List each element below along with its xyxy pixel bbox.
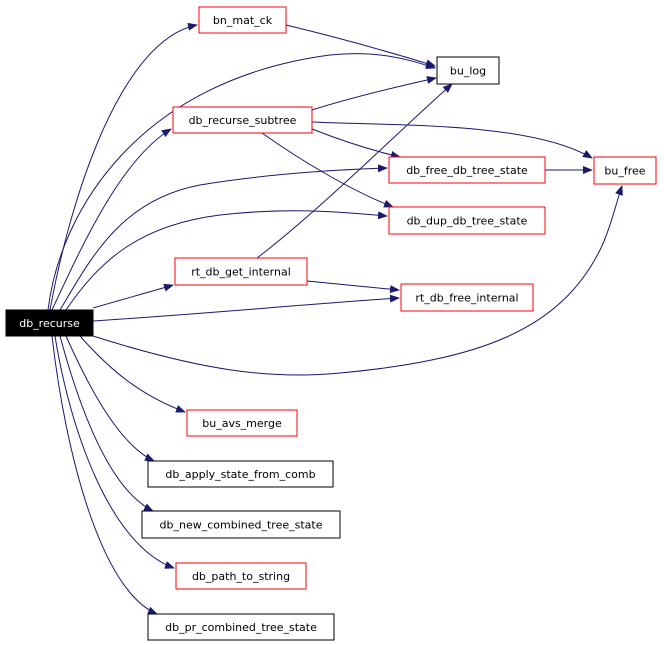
node-box (147, 460, 334, 488)
node-db_path_to_string[interactable]: db_path_to_string (175, 562, 307, 590)
node-label: db_recurse_subtree (189, 114, 297, 127)
node-db_dup_db_tree_state[interactable]: db_dup_db_tree_state (388, 206, 546, 235)
node-label: db_pr_combined_tree_state (165, 621, 317, 634)
node-label: bu_free (604, 165, 645, 178)
node-box (593, 156, 657, 185)
node-db_apply_state_from_comb[interactable]: db_apply_state_from_comb (147, 460, 334, 488)
edge-db_recurse-to-rt_db_free_internal (92, 294, 400, 322)
edge-db_recurse_subtree-to-bu_log (311, 76, 437, 111)
edges-layer (47, 22, 623, 615)
node-db_new_combined_tree_state[interactable]: db_new_combined_tree_state (141, 510, 341, 539)
node-box (147, 613, 335, 641)
node-db_recurse[interactable]: db_recurse (5, 309, 94, 337)
node-label: db_dup_db_tree_state (407, 215, 528, 228)
edge-db_recurse_subtree-to-db_dup_db_tree_state (261, 132, 394, 208)
node-box (175, 562, 307, 590)
edge-rt_db_get_internal-to-bu_log (256, 83, 453, 259)
node-label: db_new_combined_tree_state (160, 519, 323, 532)
node-box (436, 56, 500, 85)
node-label: db_recurse (19, 317, 80, 330)
node-box (174, 257, 308, 286)
edge-db_recurse-to-db_pr_combined_tree_state (51, 335, 158, 615)
node-box (400, 283, 534, 312)
node-box (388, 206, 546, 235)
edge-db_recurse-to-db_recurse_subtree (51, 128, 172, 311)
edge-db_recurse-to-db_path_to_string (54, 335, 175, 569)
node-db_pr_combined_tree_state[interactable]: db_pr_combined_tree_state (147, 613, 335, 641)
node-rt_db_free_internal[interactable]: rt_db_free_internal (400, 283, 534, 312)
edge-db_recurse-to-bn_mat_ck (49, 22, 198, 311)
edge-db_recurse-to-bu_log (47, 53, 436, 311)
nodes-layer: db_recurse bn_mat_ck bu_log db_recurse_subt… (5, 6, 657, 641)
edge-bn_mat_ck-to-bu_log (285, 24, 436, 68)
node-bu_avs_merge[interactable]: bu_avs_merge (186, 409, 298, 437)
edge-db_recurse-to-rt_db_get_internal (92, 283, 174, 309)
node-bn_mat_ck[interactable]: bn_mat_ck (198, 6, 287, 34)
node-box (388, 156, 546, 184)
node-bu_free[interactable]: bu_free (593, 156, 657, 185)
node-label: db_free_db_tree_state (406, 164, 528, 177)
node-bu_log[interactable]: bu_log (436, 56, 500, 85)
edge-db_recurse-to-db_apply_state_from_comb (65, 335, 155, 462)
node-label: rt_db_get_internal (191, 266, 291, 279)
node-label: db_apply_state_from_comb (165, 468, 315, 481)
node-label: rt_db_free_internal (415, 292, 518, 305)
node-label: bu_log (450, 65, 486, 78)
edge-db_recurse-to-db_free_db_tree_state (59, 164, 388, 311)
node-db_recurse_subtree[interactable]: db_recurse_subtree (172, 106, 313, 134)
node-label: db_path_to_string (192, 570, 290, 583)
edge-rt_db_get_internal-to-rt_db_free_internal (306, 280, 400, 294)
node-box (198, 6, 287, 34)
edge-db_recurse-to-db_new_combined_tree_state (59, 335, 154, 512)
edge-db_recurse-to-bu_free (92, 185, 623, 376)
node-label: bn_mat_ck (213, 14, 273, 27)
edge-db_recurse-to-db_dup_db_tree_state (65, 210, 388, 311)
edge-db_recurse-to-bu_avs_merge (79, 335, 186, 413)
node-box (141, 510, 341, 539)
node-box (5, 309, 94, 337)
edge-db_recurse_subtree-to-bu_free (311, 121, 593, 159)
node-db_free_db_tree_state[interactable]: db_free_db_tree_state (388, 156, 546, 184)
node-label: bu_avs_merge (202, 417, 282, 430)
edge-db_recurse_subtree-to-db_free_db_tree_state (311, 128, 401, 159)
node-rt_db_get_internal[interactable]: rt_db_get_internal (174, 257, 308, 286)
node-box (172, 106, 313, 134)
node-box (186, 409, 298, 437)
